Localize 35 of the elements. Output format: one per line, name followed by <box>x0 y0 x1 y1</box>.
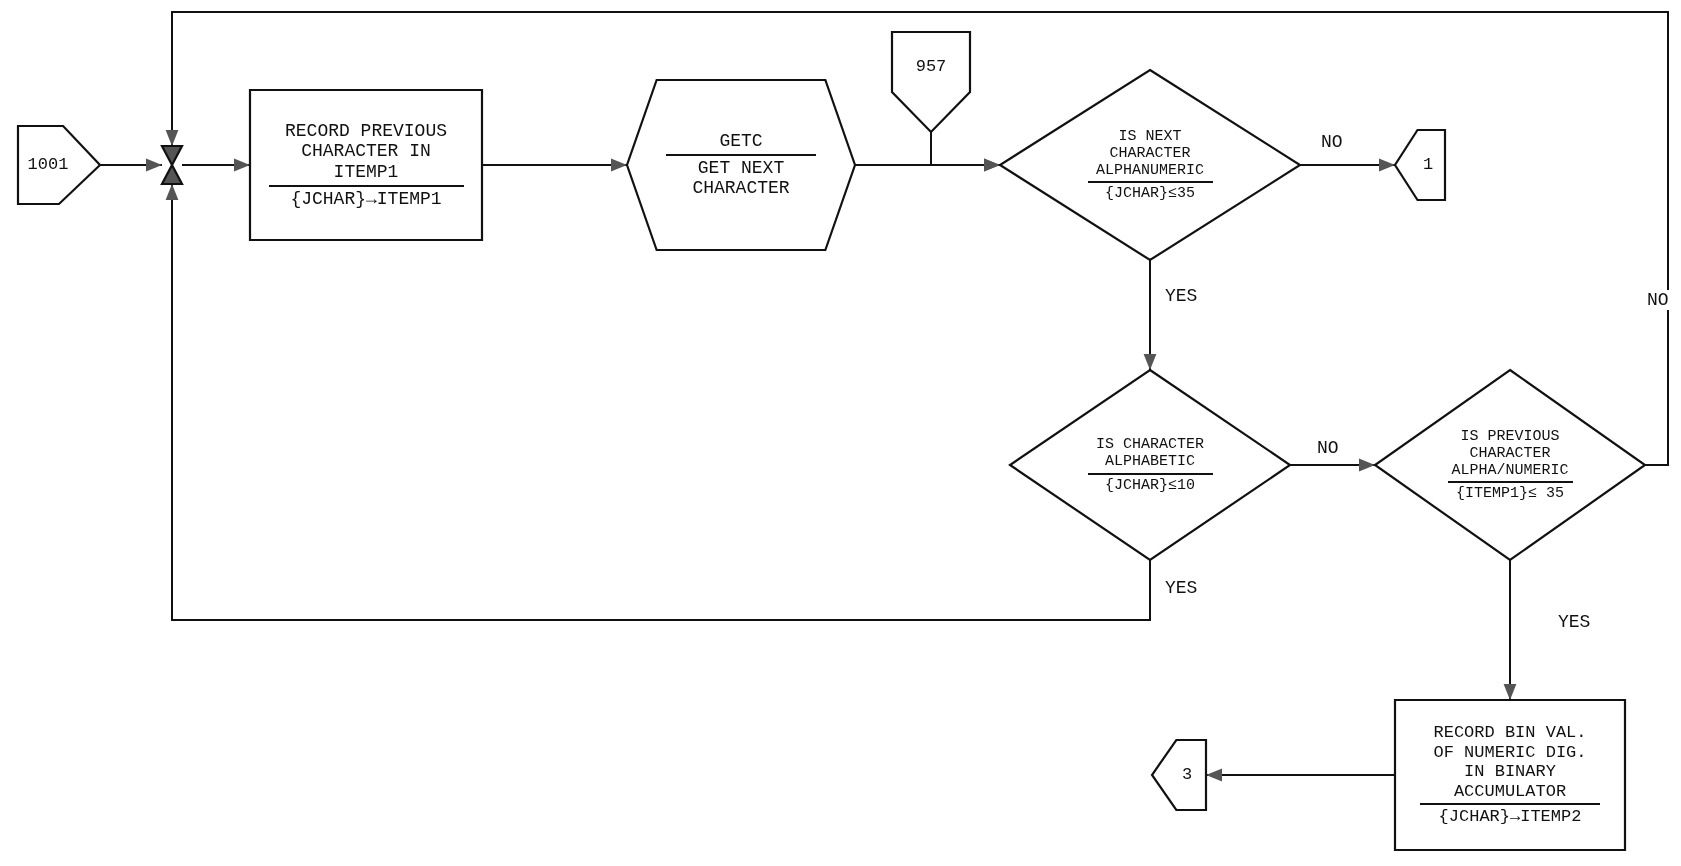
connector-arrow <box>165 11 1669 466</box>
decision-diamond <box>1375 370 1645 560</box>
offpage-connector <box>18 126 100 204</box>
node-text: GET NEXT CHARACTER <box>666 153 816 200</box>
node-text: {JCHAR}→ITEMP2 <box>1420 803 1600 827</box>
offpage-connector <box>1152 740 1206 810</box>
node-text: IS CHARACTER ALPHABETIC <box>1095 436 1205 471</box>
connector-arrow <box>1503 559 1517 701</box>
offpage-connector <box>1395 130 1445 200</box>
connector-arrow <box>181 158 251 172</box>
node-text: GETC <box>718 130 764 152</box>
connector-arrow <box>1299 158 1396 172</box>
preparation-hexagon <box>627 80 855 250</box>
node-text: IS NEXT CHARACTER ALPHANUMERIC <box>1095 127 1205 180</box>
connector-arrow <box>1289 458 1376 472</box>
node-text: 3 <box>1181 765 1193 785</box>
connector-arrow <box>99 158 163 172</box>
node-text: {ITEMP1}≤ 35 <box>1447 481 1573 503</box>
decision-diamond <box>1010 370 1290 560</box>
decision-diamond <box>1000 70 1300 260</box>
node-text: RECORD PREVIOUS CHARACTER IN ITEMP1 <box>284 120 448 183</box>
connector-arrow <box>930 131 1001 172</box>
node-text: 1001 <box>27 155 69 175</box>
node-text: {JCHAR}≤35 <box>1087 181 1213 203</box>
node-text: {JCHAR}→ITEMP1 <box>268 184 464 210</box>
connector-arrow <box>1143 259 1157 371</box>
node-text: RECORD BIN VAL. OF NUMERIC DIG. IN BINARY ACCUMULATOR <box>1432 723 1588 802</box>
node-text: {JCHAR}≤10 <box>1087 472 1213 494</box>
node-text: IS PREVIOUS CHARACTER ALPHA/NUMERIC <box>1450 427 1570 480</box>
node-text: 957 <box>915 57 947 77</box>
process-box <box>250 90 482 240</box>
junction-symbol <box>162 146 182 184</box>
node-text: 1 <box>1422 155 1434 175</box>
process-box <box>1395 700 1625 850</box>
offpage-connector <box>892 32 970 132</box>
